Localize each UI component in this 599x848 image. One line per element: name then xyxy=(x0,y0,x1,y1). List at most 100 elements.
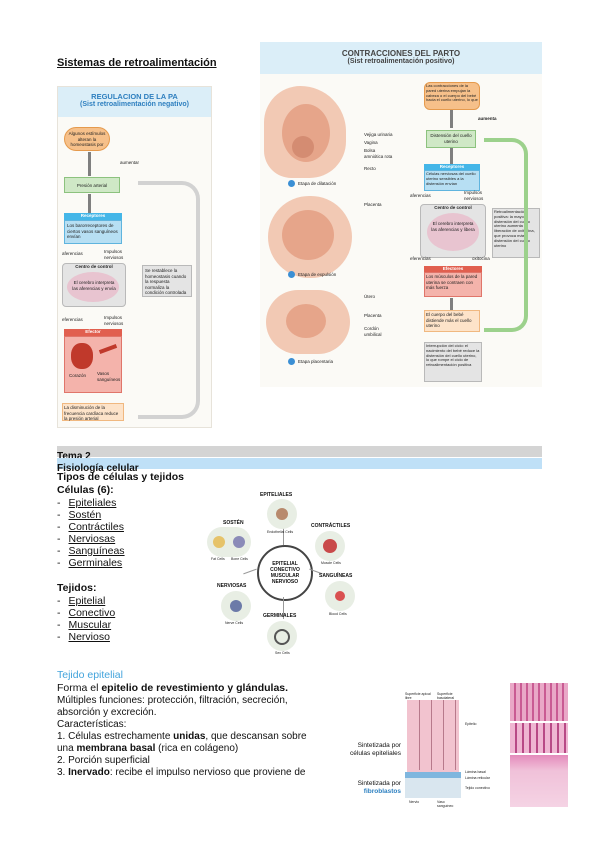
fig-small-5: Tejido conectivo xyxy=(465,786,490,790)
fig-small-2: Epitelio xyxy=(465,722,477,726)
parto-oxitocina: oxitocina xyxy=(472,256,490,261)
fisiologia-band: Fisiología celular xyxy=(57,458,542,474)
pa-brain-icon xyxy=(67,272,119,302)
sosten-label: SOSTÉN xyxy=(223,520,244,526)
pa-corazon: Corazón xyxy=(69,373,87,378)
stage-1-name: Etapa de dilatación xyxy=(298,181,337,186)
epitelial-line-1: Forma el epitelio de revestimiento y glá… xyxy=(57,682,289,694)
tissue-item: -Muscular xyxy=(57,619,112,631)
sanguineas-cell: Blood Cells xyxy=(329,612,347,616)
cell-item: -Sostén xyxy=(57,509,102,521)
pa-aferencias: aferencias xyxy=(62,251,83,256)
vessel-icon xyxy=(98,344,118,354)
stage-1-illustration xyxy=(264,86,346,178)
parto-diagram: CONTRACCIONES DEL PARTO (Sist retroalime… xyxy=(260,42,542,387)
stage-1-marker xyxy=(288,180,295,187)
pa-vasos: Vasos sanguíneos xyxy=(97,371,121,382)
germinales-circle xyxy=(267,621,297,651)
parto-receptor-header: Receptores xyxy=(424,164,480,170)
stage-3-name: Etapa placentaria xyxy=(298,359,334,364)
parto-receptor-box: Receptores Células nerviosas del cuello … xyxy=(424,164,480,192)
stage-1-label-1: Vagina xyxy=(364,140,378,145)
stage-3-marker xyxy=(288,358,295,365)
parto-result: El cuerpo del bebé distiende más el cuel… xyxy=(424,310,480,332)
parto-eferencias: eferencias xyxy=(410,256,431,261)
parto-feedback-arrow xyxy=(484,138,528,332)
fig-small-4: Lámina reticular xyxy=(465,776,490,780)
epithelium-figure: Sintetizada por células epiteliales Sint… xyxy=(345,692,505,808)
sosten-circle xyxy=(207,527,251,557)
stage-3-label-2: Cordón umbilical xyxy=(364,326,382,337)
pa-impulsos-1: Impulsos nerviosos xyxy=(104,249,124,260)
pa-stimulus: Algunos estímulos alteran la homeostasis… xyxy=(64,127,110,151)
contractiles-label: CONTRÁCTILES xyxy=(311,523,351,529)
parto-control-box: Centro de control El cerebro interpreta … xyxy=(420,204,486,258)
epitelial-title: Tejido epitelial xyxy=(57,669,123,681)
tema-label: Tema 2 xyxy=(57,451,91,462)
epitelial-line-6: una membrana basal (rica en colágeno) xyxy=(57,743,239,754)
tissues-heading: Tejidos: xyxy=(57,582,97,594)
fig-small-7: Vaso sanguíneo xyxy=(437,800,454,808)
stage-2-label-0: Placenta xyxy=(364,202,382,207)
nerviosas-circle xyxy=(221,591,251,621)
pa-receptor-text: Los barorreceptores de ciertos vasos san… xyxy=(64,220,122,244)
fig-small-1: Superficie basolateral xyxy=(437,692,455,700)
parto-end-note: Interrupción del ciclo: el nacimiento de… xyxy=(424,342,482,382)
fig-label-1: Sintetizada por células epiteliales xyxy=(350,742,401,757)
cell-item: -Nerviosas xyxy=(57,533,116,545)
parto-variable: Distensión del cuello uterino xyxy=(426,130,476,148)
epitelial-line-8: 3. Inervado: recibe el impulso nervioso … xyxy=(57,767,306,778)
pa-effector-body: Corazón Vasos sanguíneos xyxy=(64,336,122,393)
stage-1-label-3: Recto xyxy=(364,166,376,171)
connective-tissue xyxy=(405,778,461,798)
pa-receptor-box: Receptores Los barorreceptores de cierto… xyxy=(64,213,122,247)
parto-stimulus: Las contracciones de la pared uterina em… xyxy=(424,82,480,110)
parto-receptor-text: Células nerviosas del cuello uterino sen… xyxy=(424,170,480,191)
tissue-item: -Epitelial xyxy=(57,595,106,607)
nerviosas-label: NERVIOSAS xyxy=(217,583,247,589)
fig-small-6: Nervio xyxy=(409,800,420,804)
contractiles-circle xyxy=(315,531,345,561)
pa-subtitle: (Sist retroalimentación negativo) xyxy=(80,101,189,108)
pa-title: REGULACION DE LA PA xyxy=(91,92,178,101)
parto-effector-text: Los músculos de la pared uterina se cont… xyxy=(424,272,482,297)
cell-types-diagram: EPITELIAL CONECTIVO MUSCULAR NERVIOSO EP… xyxy=(205,487,365,657)
pa-variable: Presión arterial xyxy=(64,177,120,193)
pa-control-text: El cerebro interpreta las aferencias y e… xyxy=(72,280,116,291)
epitelial-line-7: 2. Porción superficial xyxy=(57,755,150,766)
pa-side-note: Se restablece la homeostasis cuando la r… xyxy=(142,265,192,297)
parto-impulsos-1: Impulsos nerviosos xyxy=(464,190,484,201)
pa-diagram-header: REGULACION DE LA PA (Sist retroalimentac… xyxy=(58,87,211,117)
parto-control-header: Centro de control xyxy=(434,205,472,210)
germinales-cell: Sex Cells xyxy=(275,651,290,655)
epitelial-line-4: Características: xyxy=(57,719,127,730)
tipos-heading: Tipos de células y tejidos xyxy=(57,471,185,483)
stage-1-label-2: Bolsa amniótica rota xyxy=(364,148,393,159)
basal-lamina xyxy=(405,772,461,778)
parto-diagram-header: CONTRACCIONES DEL PARTO (Sist retroalime… xyxy=(260,42,542,74)
pa-effector-header: Efector xyxy=(64,329,122,336)
epiteliales-cell: Endothelial Cells xyxy=(267,530,294,534)
pa-result: La disminución de la frecuencia cardíaca… xyxy=(62,403,124,421)
parto-title: CONTRACCIONES DEL PARTO xyxy=(341,49,461,58)
parto-aumenta: aumenta xyxy=(478,116,497,121)
histology-image-1 xyxy=(510,683,568,721)
page-title: Sistemas de retroalimentación xyxy=(57,57,217,69)
parto-control-text: El cerebro interpreta las aferencias y l… xyxy=(431,221,475,232)
center-circle: EPITELIAL CONECTIVO MUSCULAR NERVIOSO xyxy=(257,545,313,601)
stage-3-label-0: Útero xyxy=(364,294,376,299)
heart-icon xyxy=(71,343,93,369)
parto-arrow-1 xyxy=(450,110,453,128)
pa-control-box: Centro de control El cerebro interpreta … xyxy=(62,263,126,307)
tema-band: Tema 2 xyxy=(57,446,542,462)
stage-2-name: Etapa de expulsión xyxy=(298,272,337,277)
epitelial-line-3: absorción y excreción. xyxy=(57,707,157,718)
stage-2-marker xyxy=(288,271,295,278)
pa-diagram: REGULACION DE LA PA (Sist retroalimentac… xyxy=(57,86,212,428)
brain-icon xyxy=(427,213,479,251)
epiteliales-label: EPITELIALES xyxy=(260,492,293,498)
parto-subtitle: (Sist retroalimentación positivo) xyxy=(347,58,455,65)
fig-small-3: Lámina basal xyxy=(465,770,486,774)
pa-feedback-arrow xyxy=(138,181,200,419)
